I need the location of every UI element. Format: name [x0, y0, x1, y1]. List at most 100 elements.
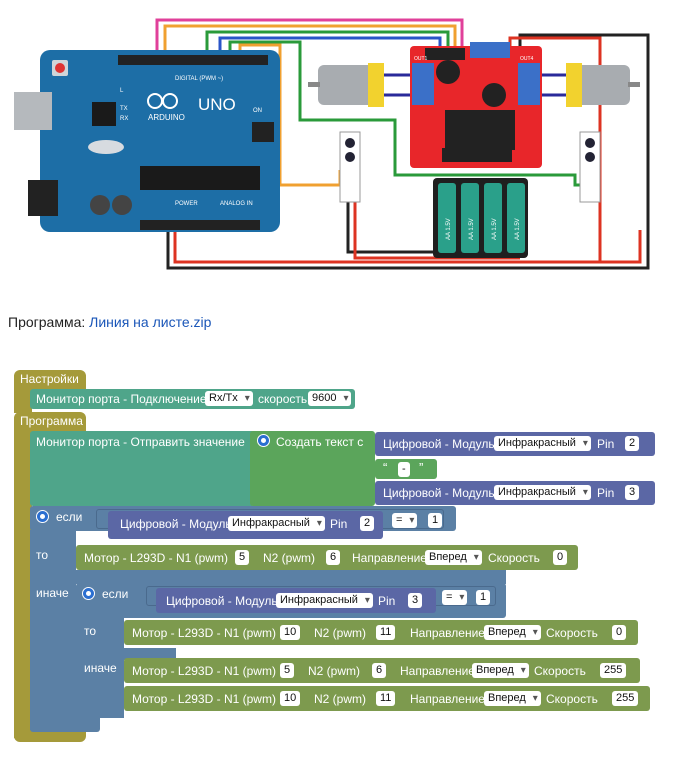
motor1-direction-dropdown[interactable]: Вперед	[425, 550, 482, 565]
baud-dropdown[interactable]: 9600	[308, 391, 352, 406]
wire-pink	[155, 18, 464, 55]
motor3-speed-field[interactable]: 255	[600, 663, 627, 678]
motor1-n1-field[interactable]: 5	[235, 550, 250, 565]
value-field-2[interactable]: 1	[476, 590, 491, 605]
digital-module-label-4: Цифровой - Модуль	[166, 594, 278, 608]
eq-dropdown-2[interactable]: =	[442, 590, 468, 605]
if-else-outer-bottom	[30, 718, 100, 732]
motor4-n2-field[interactable]: 11	[376, 691, 396, 706]
module-dropdown-4[interactable]: Инфракрасный	[276, 593, 373, 608]
motor4-speed-label: Скорость	[546, 692, 598, 706]
motor1-speed-field[interactable]: 0	[553, 550, 568, 565]
l-label: L	[120, 88, 124, 94]
pin-field-1[interactable]: 2	[625, 436, 640, 451]
out1-label: OUT1	[414, 56, 428, 62]
motor2-n2-label: N2 (pwm)	[314, 626, 367, 640]
rx-label: RX	[120, 116, 128, 122]
program-bottom	[14, 730, 86, 742]
program-block[interactable]	[14, 412, 86, 432]
arduino-model: UNO	[198, 95, 236, 114]
then-label-1: то	[36, 548, 49, 562]
serial-send-label: Монитор порта - Отправить значение	[36, 435, 245, 449]
if-else-inner-mid	[76, 648, 176, 660]
motor2-direction-dropdown[interactable]: Вперед	[484, 625, 541, 640]
arduino-brand: ARDUINO	[148, 113, 185, 122]
motor4-n2-label: N2 (pwm)	[314, 692, 367, 706]
settings-block[interactable]	[14, 370, 86, 390]
motor3-n2-label: N2 (pwm)	[308, 664, 361, 678]
value-field-1[interactable]: 1	[428, 513, 443, 528]
dash-field[interactable]: -	[398, 462, 410, 477]
tx-label: TX	[120, 106, 128, 112]
settings-label: Настройки	[20, 372, 79, 386]
inner-if-gear-icon[interactable]	[82, 587, 95, 600]
battery-label-3: AA 1.5V	[492, 218, 498, 240]
pin-label-2: Pin	[597, 486, 615, 500]
if-label-1: если	[56, 510, 83, 524]
arduino-board: ARDUINO UNO DIGITAL (PWM ~) POWER ANALOG…	[14, 50, 280, 232]
create-text-block[interactable]	[250, 431, 375, 506]
digital-module-label-1: Цифровой - Модуль	[383, 437, 495, 451]
module-dropdown-3[interactable]: Инфракрасный	[228, 516, 325, 531]
module-dropdown-2[interactable]: Инфракрасный	[494, 485, 591, 500]
motor3-direction-dropdown[interactable]: Вперед	[472, 663, 529, 678]
motor-label-1: Мотор - L293D - N1 (pwm)	[84, 551, 228, 565]
program-body	[14, 430, 32, 738]
pin-label-1: Pin	[597, 437, 615, 451]
serial-connect-block[interactable]	[30, 389, 355, 409]
rxtx-dropdown[interactable]: Rx/Tx	[205, 391, 253, 406]
if-gear-icon[interactable]	[36, 510, 49, 523]
digital-label: DIGITAL (PWM ~)	[175, 76, 223, 82]
motor2-speed-field[interactable]: 0	[612, 625, 627, 640]
motor4-speed-field[interactable]: 255	[612, 691, 639, 706]
motor-left-icon	[308, 63, 384, 107]
analog-label: ANALOG IN	[220, 201, 253, 207]
program-line: Программа: Линия на листе.zip	[8, 314, 211, 330]
motor1-direction-label: Направление	[352, 551, 427, 565]
wire-orange	[163, 24, 457, 55]
digital-module-label-3: Цифровой - Модуль	[120, 517, 232, 531]
close-quote: ”	[419, 460, 424, 475]
serial-send-block[interactable]	[30, 431, 255, 506]
program-download-link[interactable]: Линия на листе.zip	[89, 314, 212, 330]
motor-label-2: Мотор - L293D - N1 (pwm)	[132, 626, 276, 640]
out4-label: OUT4	[520, 56, 534, 62]
open-quote: “	[383, 460, 388, 475]
battery-label-1: AA 1.5V	[446, 218, 452, 240]
then-label-2: то	[84, 624, 97, 638]
battery-label-4: AA 1.5V	[515, 218, 521, 240]
motor2-n1-field[interactable]: 10	[280, 625, 301, 640]
motor-label-4: Мотор - L293D - N1 (pwm)	[132, 692, 276, 706]
wire-green-2	[228, 40, 590, 187]
motor-label-3: Мотор - L293D - N1 (pwm)	[132, 664, 276, 678]
on-label: ON	[253, 108, 262, 114]
motor4-n1-field[interactable]: 10	[280, 691, 301, 706]
module-dropdown-1[interactable]: Инфракрасный	[494, 436, 591, 451]
motor2-speed-label: Скорость	[546, 626, 598, 640]
create-text-label: Создать текст с	[276, 435, 364, 449]
motor-driver-board: OUT1 OUT4	[410, 42, 542, 168]
pin-field-2[interactable]: 3	[625, 485, 640, 500]
motor2-direction-label: Направление	[410, 626, 485, 640]
if-else-outer-mid	[30, 570, 506, 584]
eq-dropdown-1[interactable]: =	[392, 513, 418, 528]
settings-body	[14, 388, 32, 413]
pin-label-3: Pin	[330, 517, 348, 531]
motor3-n2-field[interactable]: 6	[372, 663, 387, 678]
ir-sensor-right-icon	[579, 131, 601, 203]
else-label-2: иначе	[84, 661, 117, 675]
motor3-n1-field[interactable]: 5	[280, 663, 295, 678]
wire-motor-r	[540, 73, 570, 97]
motor2-n2-field[interactable]: 11	[376, 625, 396, 640]
else-label-1: иначе	[36, 586, 69, 600]
motor3-direction-label: Направление	[400, 664, 475, 678]
pin-field-3[interactable]: 2	[360, 516, 375, 531]
motor4-direction-dropdown[interactable]: Вперед	[484, 691, 541, 706]
digital-module-label-2: Цифровой - Модуль	[383, 486, 495, 500]
create-text-gear-icon[interactable]	[257, 434, 270, 447]
power-label: POWER	[175, 201, 198, 207]
motor1-n2-field[interactable]: 6	[326, 550, 341, 565]
pin-field-4[interactable]: 3	[408, 593, 423, 608]
program-label: Программа	[20, 414, 83, 428]
wire-black-2	[346, 200, 445, 254]
